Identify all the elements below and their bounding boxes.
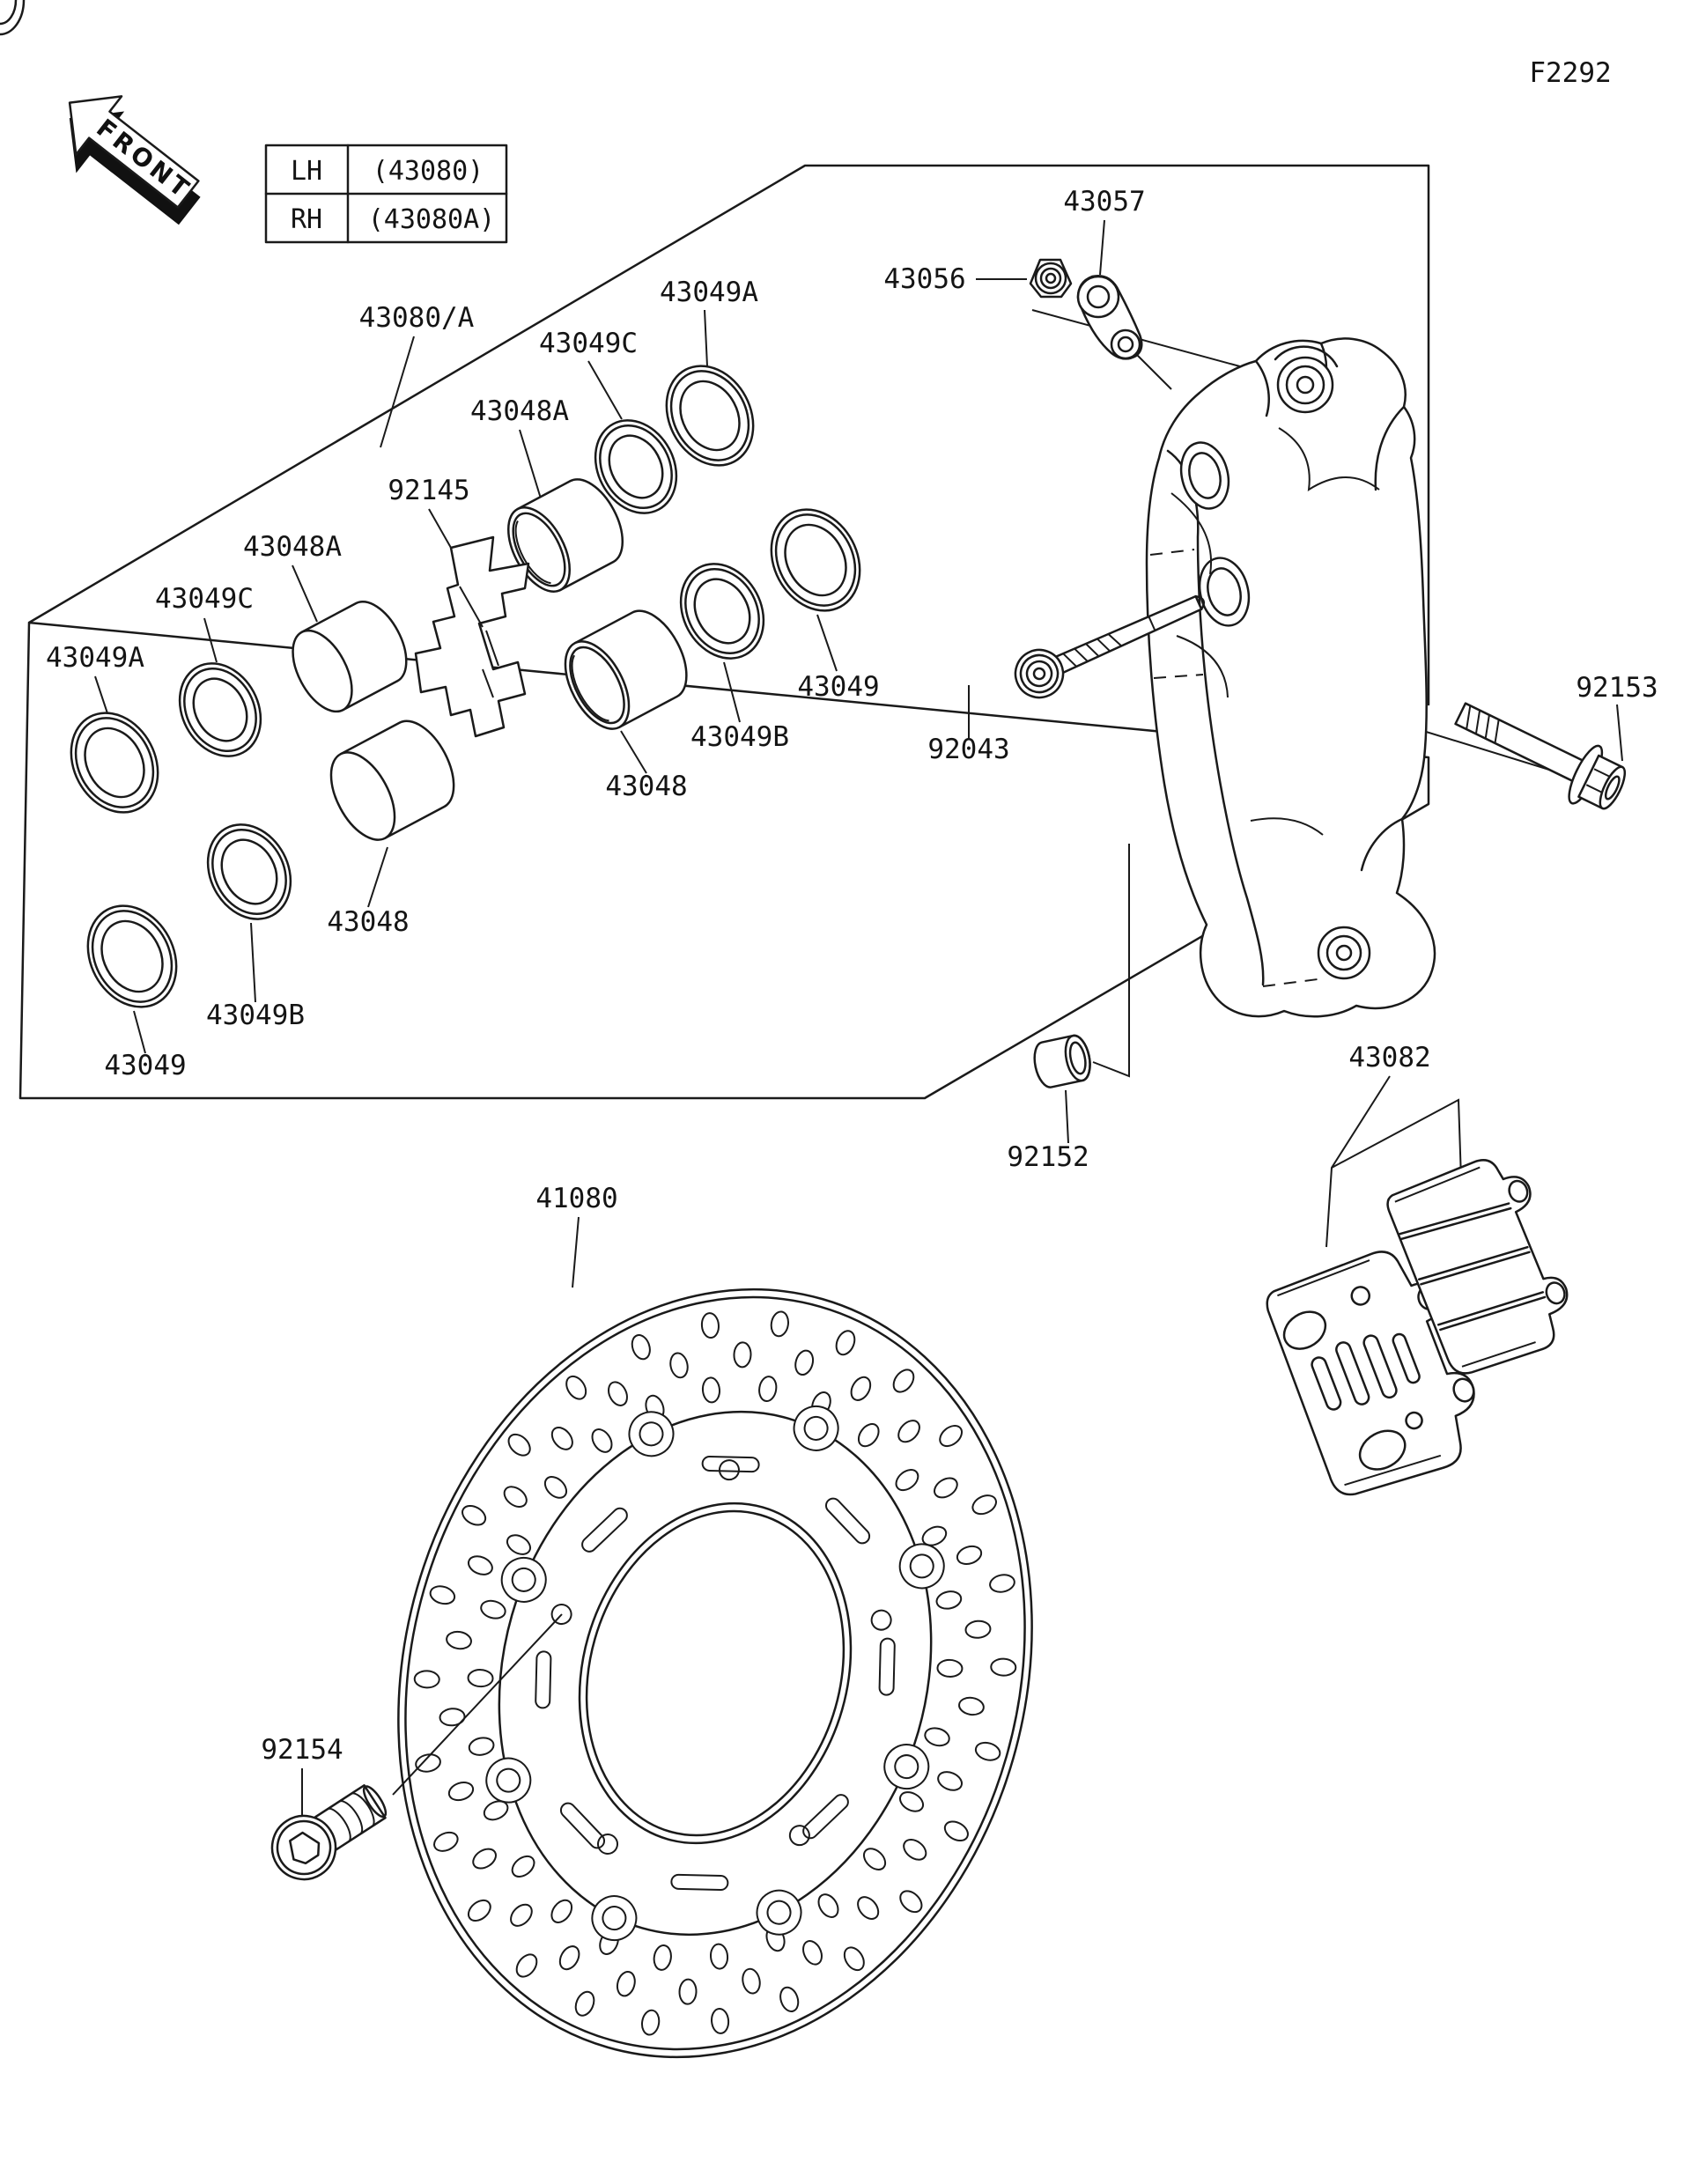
label-joint-link: 43057 [1063, 186, 1145, 218]
dust-seal-upper [665, 365, 755, 467]
variant-table: LH (43080) RH (43080A) [264, 144, 508, 244]
label-seal-lower: 43049 [104, 1050, 186, 1081]
label-piston-small-lower: 43048A [243, 531, 342, 563]
pad-pin-bolt [1014, 594, 1206, 699]
label-fluid-seal-upper: 43049C [539, 328, 638, 359]
front-arrow-icon: FRONT [68, 95, 201, 225]
label-caliper-assembly: 43080/A [359, 302, 475, 334]
figure-code: F2292 [1529, 57, 1611, 89]
piston-open [564, 609, 688, 730]
label-pad-set: 43082 [1348, 1042, 1430, 1074]
pad-spring [414, 535, 530, 738]
joint-link [1076, 275, 1172, 390]
label-seal-b-upper: 43049B [690, 721, 789, 753]
dust-seal-lower [70, 712, 159, 814]
brake-disc [397, 1288, 1033, 2059]
caliper-assembly-box [18, 164, 1430, 1100]
disc-hole-pattern [413, 1310, 1017, 2036]
label-pad-spring: 92145 [388, 475, 469, 506]
label-brake-disc: 41080 [535, 1183, 617, 1214]
piston-small-open [507, 478, 624, 594]
label-piston-upper: 43048 [605, 771, 687, 802]
label-piston-lower: 43048 [327, 906, 409, 938]
label-pad-pin-bolt: 92043 [927, 734, 1009, 765]
brake-pad-friction [1386, 1159, 1569, 1375]
label-caliper-mount-bolt: 92153 [1576, 672, 1658, 704]
variant-side-rh: RH [291, 204, 322, 235]
fluid-seal-upper [594, 419, 678, 514]
label-fluid-seal-lower: 43049C [155, 583, 254, 615]
label-seal-b-lower: 43049B [206, 1000, 305, 1031]
variant-number-lh: (43080) [373, 156, 484, 187]
label-mount-collar: 92152 [1007, 1141, 1089, 1173]
brake-caliper [0, 0, 1436, 1018]
part-labels: 43080/A 43049A 43049C 43048A 92145 43048… [46, 186, 1658, 1766]
fluid-seal-lower [178, 662, 262, 757]
piston-closed [329, 719, 455, 841]
mount-collar [1033, 1034, 1091, 1088]
label-piston-small-upper: 43048A [470, 395, 569, 427]
piston-small-closed [292, 601, 408, 713]
pivot-nut [1029, 258, 1073, 299]
piston-seal-upper [770, 508, 861, 612]
variant-side-lh: LH [291, 156, 322, 187]
variant-number-rh: (43080A) [368, 204, 496, 235]
label-pivot-nut: 43056 [883, 263, 965, 295]
piston-seal-lower [86, 904, 178, 1008]
label-dust-seal-lower: 43049A [46, 642, 144, 674]
label-seal-upper: 43049 [797, 671, 879, 703]
seal-b-upper [679, 563, 765, 660]
label-dust-seal-upper: 43049A [660, 277, 758, 308]
seal-b-lower [206, 823, 292, 920]
disc-bolt [270, 1784, 388, 1881]
label-disc-bolt: 92154 [261, 1734, 343, 1766]
caliper-mount-bolt [1454, 702, 1627, 810]
